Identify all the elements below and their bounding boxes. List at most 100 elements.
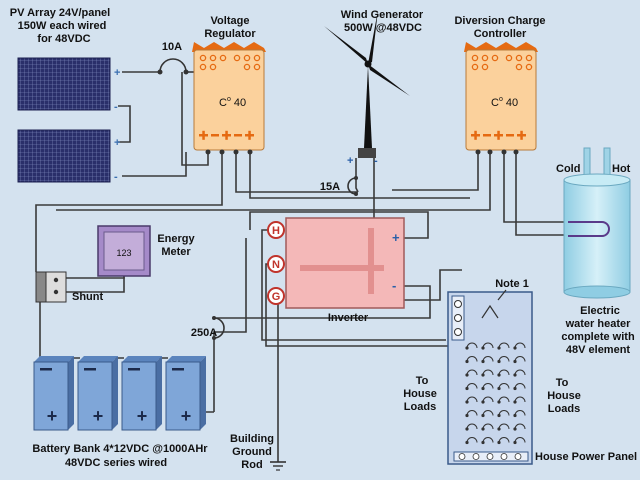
fuse-15a: 15A bbox=[320, 176, 358, 196]
wind-blade-3 bbox=[368, 64, 410, 96]
breaker-terminal bbox=[497, 373, 501, 377]
ground-rod-label-2: Ground bbox=[232, 446, 272, 458]
energy-meter-label-1: Energy bbox=[157, 233, 195, 245]
breaker-terminal bbox=[513, 440, 517, 445]
breaker-terminal bbox=[513, 400, 517, 404]
breaker-terminal bbox=[497, 346, 501, 350]
battery-bank: + + + + Battery Bank 4*12VDC @1000AHr 48… bbox=[32, 356, 208, 469]
breaker-terminal bbox=[465, 346, 469, 350]
water-heater-label-2: water heater bbox=[565, 318, 632, 330]
panel-body bbox=[447, 291, 533, 465]
fuse-250a: 250A bbox=[191, 316, 225, 340]
diversion-temp-value: 40 bbox=[506, 97, 518, 109]
breaker-terminal bbox=[497, 359, 501, 364]
inverter-dc-minus: - bbox=[392, 278, 396, 293]
battery-3: + bbox=[121, 356, 162, 431]
breaker-terminal bbox=[513, 373, 517, 377]
inverter-terminal-n: N bbox=[267, 255, 285, 273]
cold-label: Cold bbox=[556, 163, 580, 175]
water-heater-label-3: complete with bbox=[561, 331, 635, 343]
water-heater-label-4: 48V element bbox=[566, 344, 631, 356]
diversion-bottom-terminals bbox=[475, 149, 519, 155]
fuse-10a: 10A bbox=[157, 41, 189, 75]
panel-breakers bbox=[465, 342, 526, 445]
svg-text:N: N bbox=[272, 259, 280, 271]
breaker-terminal bbox=[497, 400, 501, 404]
battery-4: + bbox=[165, 356, 206, 431]
shunt-label: Shunt bbox=[72, 291, 103, 303]
regulator-terminals bbox=[199, 130, 254, 140]
diversion-controller-label-1: Diversion Charge bbox=[454, 15, 545, 27]
breaker-terminal bbox=[513, 413, 517, 418]
breaker-terminal bbox=[465, 413, 469, 418]
inverter-label: Inverter bbox=[328, 312, 369, 324]
voltage-regulator-label-2: Regulator bbox=[204, 28, 256, 40]
house-power-panel: Note 1 House Power Panel To House Loads … bbox=[403, 278, 637, 465]
hot-label: Hot bbox=[612, 163, 631, 175]
loads-left-label-1: To bbox=[416, 375, 429, 387]
breaker-terminal bbox=[465, 373, 469, 377]
breaker-terminal bbox=[465, 359, 469, 364]
battery-bank-label-2: 48VDC series wired bbox=[65, 457, 167, 469]
breaker-terminal bbox=[513, 359, 517, 364]
pv-array-label-1: PV Array 24V/panel bbox=[10, 7, 110, 19]
regulator-bottom-terminals bbox=[205, 149, 253, 155]
energy-meter-label-2: Meter bbox=[161, 246, 191, 258]
fuse-15a-label: 15A bbox=[320, 181, 340, 193]
diversion-leds bbox=[471, 54, 533, 71]
pv-array: + - + - PV Array 24V/panel 150W each wir… bbox=[10, 7, 121, 183]
inverter-terminal-h: H bbox=[267, 221, 285, 239]
meter-reading: 123 bbox=[116, 248, 131, 258]
wind-tower bbox=[364, 66, 372, 148]
breaker-terminal bbox=[481, 373, 485, 377]
wind-plus: + bbox=[347, 155, 353, 167]
breaker-terminal bbox=[465, 440, 469, 445]
wind-generator: Wind Generator 500W @48VDC + - bbox=[324, 9, 424, 167]
pv-minus-2: - bbox=[114, 171, 118, 183]
ground-rod: Building Ground Rod bbox=[230, 433, 286, 471]
battery-2: + bbox=[77, 356, 118, 431]
svg-text:+: + bbox=[47, 406, 58, 426]
inverter: Inverter H N G + - bbox=[267, 217, 405, 324]
pv-plus-1: + bbox=[114, 67, 120, 79]
svg-text:+: + bbox=[181, 406, 192, 426]
regulator-body bbox=[193, 49, 265, 151]
loads-right-label-1: To bbox=[556, 377, 569, 389]
ground-rod-label-3: Rod bbox=[241, 459, 262, 471]
breaker-terminal bbox=[513, 386, 517, 391]
battery-1: + bbox=[33, 356, 74, 431]
svg-text:H: H bbox=[272, 225, 280, 237]
regulator-leds bbox=[199, 54, 261, 71]
breaker-terminal bbox=[497, 427, 501, 431]
breaker-terminal bbox=[481, 413, 485, 418]
wind-generator-label-2: 500W @48VDC bbox=[344, 22, 422, 34]
wind-blade-1 bbox=[324, 26, 368, 64]
diversion-controller-label-2: Controller bbox=[474, 28, 527, 40]
energy-meter: 123 Energy Meter bbox=[97, 225, 196, 277]
regulator-temp-value: 40 bbox=[234, 97, 246, 109]
breaker-terminal bbox=[497, 386, 501, 391]
svg-text:+: + bbox=[93, 406, 104, 426]
svg-text:G: G bbox=[272, 291, 281, 303]
breaker-terminal bbox=[465, 427, 469, 431]
regulator-temp-sup: o bbox=[227, 96, 231, 103]
pv-minus-1: - bbox=[114, 101, 118, 113]
loads-left-label-3: Loads bbox=[404, 401, 436, 413]
diversion-temp-prefix: C bbox=[491, 97, 499, 109]
breaker-terminal bbox=[465, 400, 469, 404]
water-heater: Cold Hot Electric water heater complete … bbox=[556, 147, 635, 356]
pv-plus-2: + bbox=[114, 137, 120, 149]
breaker-terminal bbox=[481, 346, 485, 350]
inverter-terminal-g: G bbox=[267, 287, 285, 305]
breaker-terminal bbox=[513, 346, 517, 350]
house-power-panel-label: House Power Panel bbox=[535, 451, 637, 463]
wires bbox=[35, 71, 568, 462]
breaker-terminal bbox=[513, 427, 517, 431]
note-1-label: Note 1 bbox=[495, 278, 529, 290]
breaker-terminal bbox=[481, 400, 485, 404]
ground-rod-label-1: Building bbox=[230, 433, 274, 445]
fuse-10a-label: 10A bbox=[162, 41, 182, 53]
